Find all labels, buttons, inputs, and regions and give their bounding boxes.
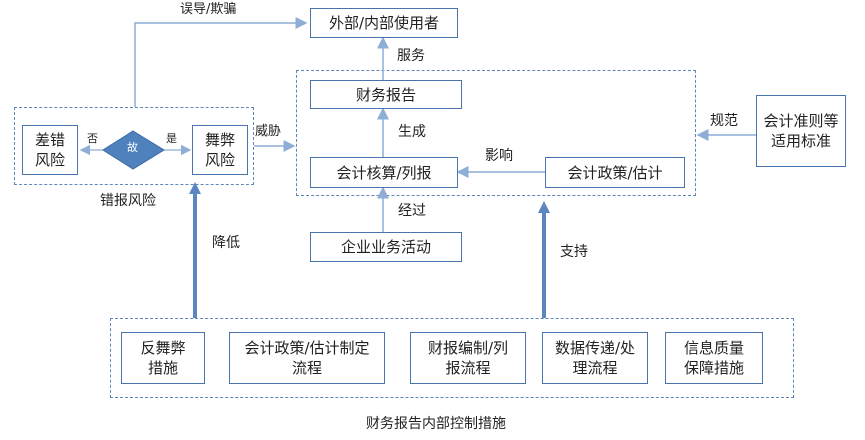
decision-diamond	[102, 130, 165, 170]
error-risk-text: 差错风险	[34, 131, 65, 169]
standards-box: 会计准则等适用标准	[756, 95, 846, 167]
mislead-label: 误导/欺骗	[180, 2, 237, 17]
control-text: 财报编制/列报流程	[427, 339, 509, 377]
fraud-risk-text: 舞弊风险	[204, 131, 235, 169]
error-risk-box: 差错风险	[22, 125, 78, 175]
threat-label: 威胁	[255, 124, 282, 139]
fraud-risk-box: 舞弊风险	[192, 125, 248, 175]
influence-label: 影响	[485, 148, 513, 164]
regulate-label: 规范	[710, 113, 738, 129]
policy-box: 会计政策/估计	[545, 157, 685, 188]
business-activity-text: 企业业务活动	[340, 238, 431, 256]
through-label: 经过	[398, 203, 426, 219]
misreport-risk-label: 错报风险	[100, 193, 156, 209]
internal-controls-group	[110, 318, 794, 398]
control-text: 数据传递/处理流程	[554, 339, 636, 377]
reduce-label: 降低	[212, 235, 240, 251]
financial-report-box: 财务报告	[310, 80, 462, 109]
support-label: 支持	[560, 244, 588, 260]
data-processing-box: 数据传递/处理流程	[542, 332, 648, 384]
reduce-arrowhead	[189, 182, 201, 194]
financial-report-text: 财务报告	[355, 85, 416, 104]
standards-text: 会计准则等适用标准	[763, 112, 839, 150]
control-text: 反舞弊措施	[140, 339, 186, 377]
no-label: 否	[87, 132, 98, 145]
reporting-process-group	[296, 70, 696, 196]
users-text: 外部/内部使用者	[328, 14, 440, 32]
mislead-connector	[134, 17, 308, 107]
users-box: 外部/内部使用者	[310, 8, 458, 38]
policy-text: 会计政策/估计	[567, 163, 663, 182]
control-text: 信息质量保障措施	[683, 339, 744, 377]
generate-label: 生成	[398, 124, 426, 140]
misreport-risk-group	[14, 107, 254, 185]
decision-text: 故	[127, 141, 138, 154]
quality-assurance-box: 信息质量保障措施	[665, 332, 763, 384]
business-activity-box: 企业业务活动	[310, 232, 462, 262]
accounting-box: 会计核算/列报	[310, 157, 458, 188]
yes-label: 是	[166, 132, 177, 145]
control-text: 会计政策/估计制定流程	[244, 339, 370, 377]
service-label: 服务	[397, 48, 425, 64]
report-preparation-box: 财报编制/列报流程	[410, 332, 526, 384]
support-arrowhead	[538, 201, 550, 213]
controls-caption: 财务报告内部控制措施	[366, 416, 506, 432]
anti-fraud-box: 反舞弊措施	[121, 332, 205, 384]
accounting-text: 会计核算/列报	[336, 163, 432, 182]
policy-process-box: 会计政策/估计制定流程	[229, 332, 385, 384]
